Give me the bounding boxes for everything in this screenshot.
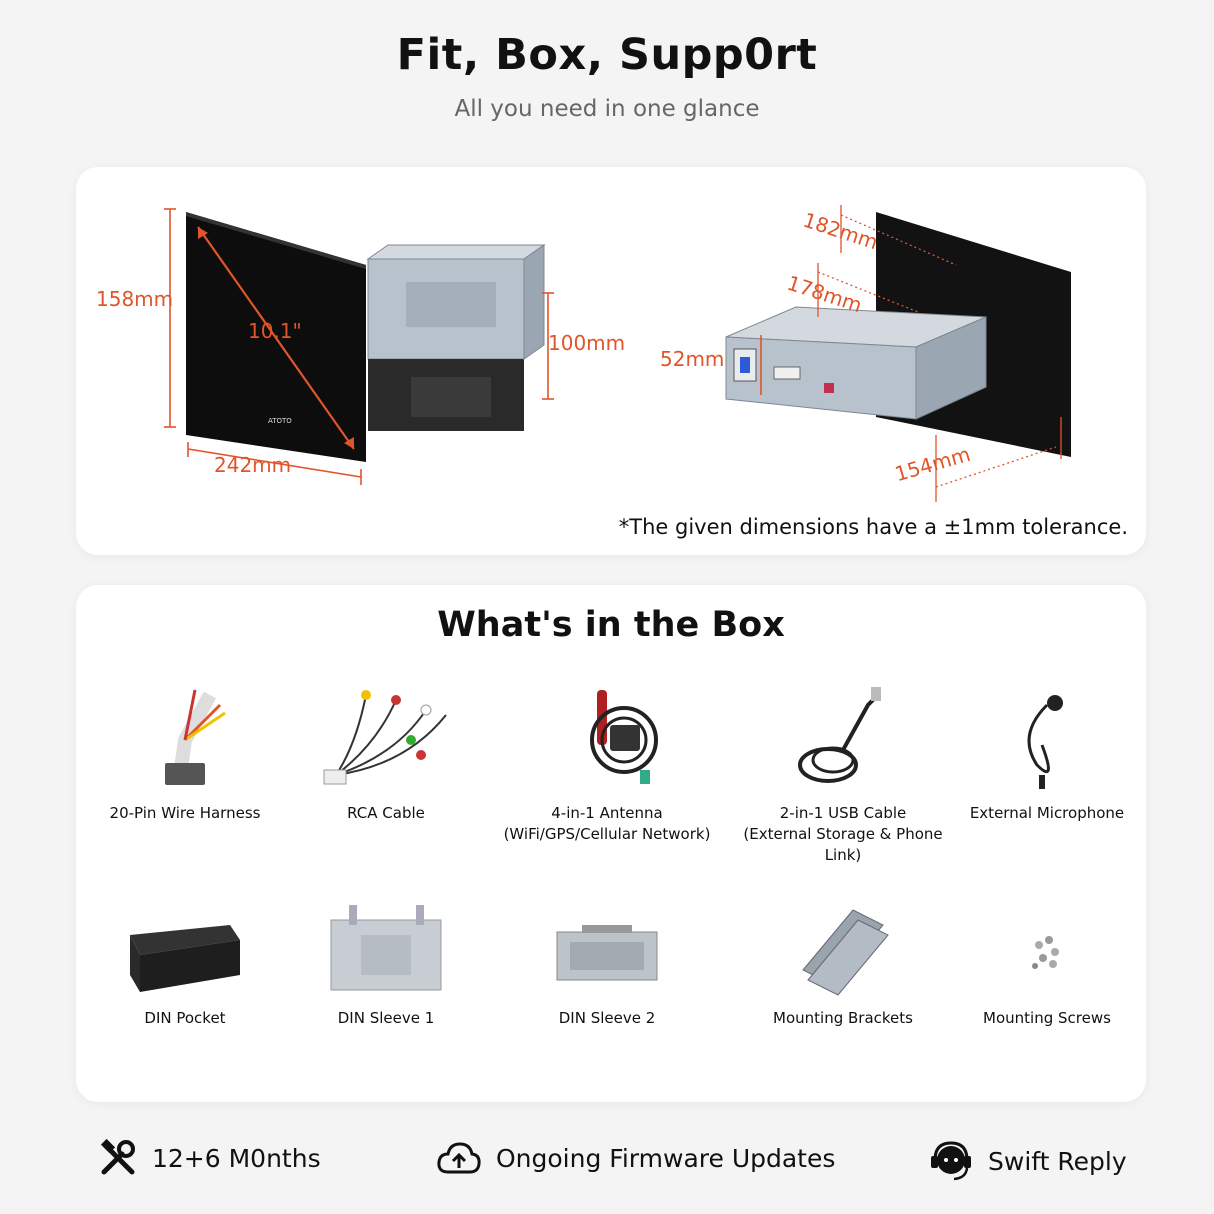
front-view-illustration: ATOTO [164, 208, 554, 485]
front-chassis [366, 244, 546, 431]
headset-support-icon [931, 1141, 971, 1181]
item-label: DIN Pocket [144, 1009, 226, 1027]
footer-firmware: Ongoing Firmware Updates [436, 1138, 835, 1178]
box-item-din-sleeve-2: DIN Sleeve 2 [492, 900, 722, 1029]
footer-warranty: 12+6 M0nths [98, 1138, 321, 1178]
mounting-screws-icon [1032, 936, 1059, 969]
footer-firmware-label: Ongoing Firmware Updates [496, 1143, 836, 1173]
rca-cable-icon [323, 690, 447, 785]
rear-chassis [725, 306, 987, 420]
din-sleeve-1-icon [330, 905, 442, 991]
footer-support-label: Swift Reply [988, 1146, 1127, 1176]
wire-harness-icon [165, 689, 226, 785]
box-contents-card: What's in the Box 20-Pin Wire Harness RC… [76, 585, 1146, 1102]
box-item-mounting-screws: Mounting Screws [932, 900, 1162, 1029]
box-title: What's in the Box [437, 605, 785, 645]
front-diagonal-label: 10.1" [248, 319, 302, 343]
footer-warranty-label: 12+6 M0nths [152, 1143, 321, 1173]
tools-icon [100, 1138, 135, 1175]
item-label: 4-in-1 Antenna [551, 804, 663, 822]
antenna-icon [590, 690, 658, 784]
item-label: 2-in-1 USB Cable [779, 804, 907, 822]
item-label: DIN Sleeve 1 [337, 1009, 435, 1027]
item-label: DIN Sleeve 2 [558, 1009, 656, 1027]
item-sublabel: (WiFi/GPS/Cellular Network) [503, 825, 711, 843]
item-sublabel: (External Storage & Phone Link) [743, 825, 943, 864]
front-brand-label: ATOTO [268, 417, 292, 425]
front-width-label: 242mm [214, 453, 292, 477]
front-height-label: 158mm [96, 287, 174, 311]
item-label: RCA Cable [347, 804, 425, 822]
item-label: Mounting Screws [983, 1009, 1111, 1027]
item-label: Mounting Brackets [773, 1009, 913, 1027]
box-item-wire-harness: 20-Pin Wire Harness [70, 685, 300, 824]
box-item-rca-cable: RCA Cable [271, 685, 501, 824]
microphone-icon [1027, 695, 1063, 789]
item-label: External Microphone [969, 804, 1125, 822]
box-item-din-pocket: DIN Pocket [70, 900, 300, 1029]
footer-support: Swift Reply [928, 1138, 1127, 1184]
box-item-antenna: 4-in-1 Antenna (WiFi/GPS/Cellular Networ… [492, 685, 722, 845]
rear-view-illustration [725, 205, 1071, 502]
tolerance-note: *The given dimensions have a ±1mm tolera… [618, 515, 1128, 539]
rear-chassis-height-label: 52mm [660, 347, 725, 371]
usb-cable-icon [798, 687, 881, 783]
cloud-upload-icon [437, 1142, 481, 1174]
dimensions-card: ATOTO 158mm 10.1" 242mm 100mm 182mm 178m… [76, 167, 1146, 555]
box-item-microphone: External Microphone [932, 685, 1162, 824]
din-pocket-icon [130, 925, 240, 992]
mounting-brackets-icon [802, 909, 889, 996]
box-item-din-sleeve-1: DIN Sleeve 1 [271, 900, 501, 1029]
din-sleeve-2-icon [556, 925, 658, 981]
page-subtitle: All you need in one glance [454, 96, 760, 122]
front-chassis-height-label: 100mm [548, 331, 626, 355]
page-title: Fit, Box, Supp0rt [396, 30, 818, 80]
box-item-mounting-brackets: Mounting Brackets [728, 900, 958, 1029]
item-label: 20-Pin Wire Harness [109, 804, 261, 822]
box-item-usb-cable: 2-in-1 USB Cable (External Storage & Pho… [728, 685, 958, 866]
